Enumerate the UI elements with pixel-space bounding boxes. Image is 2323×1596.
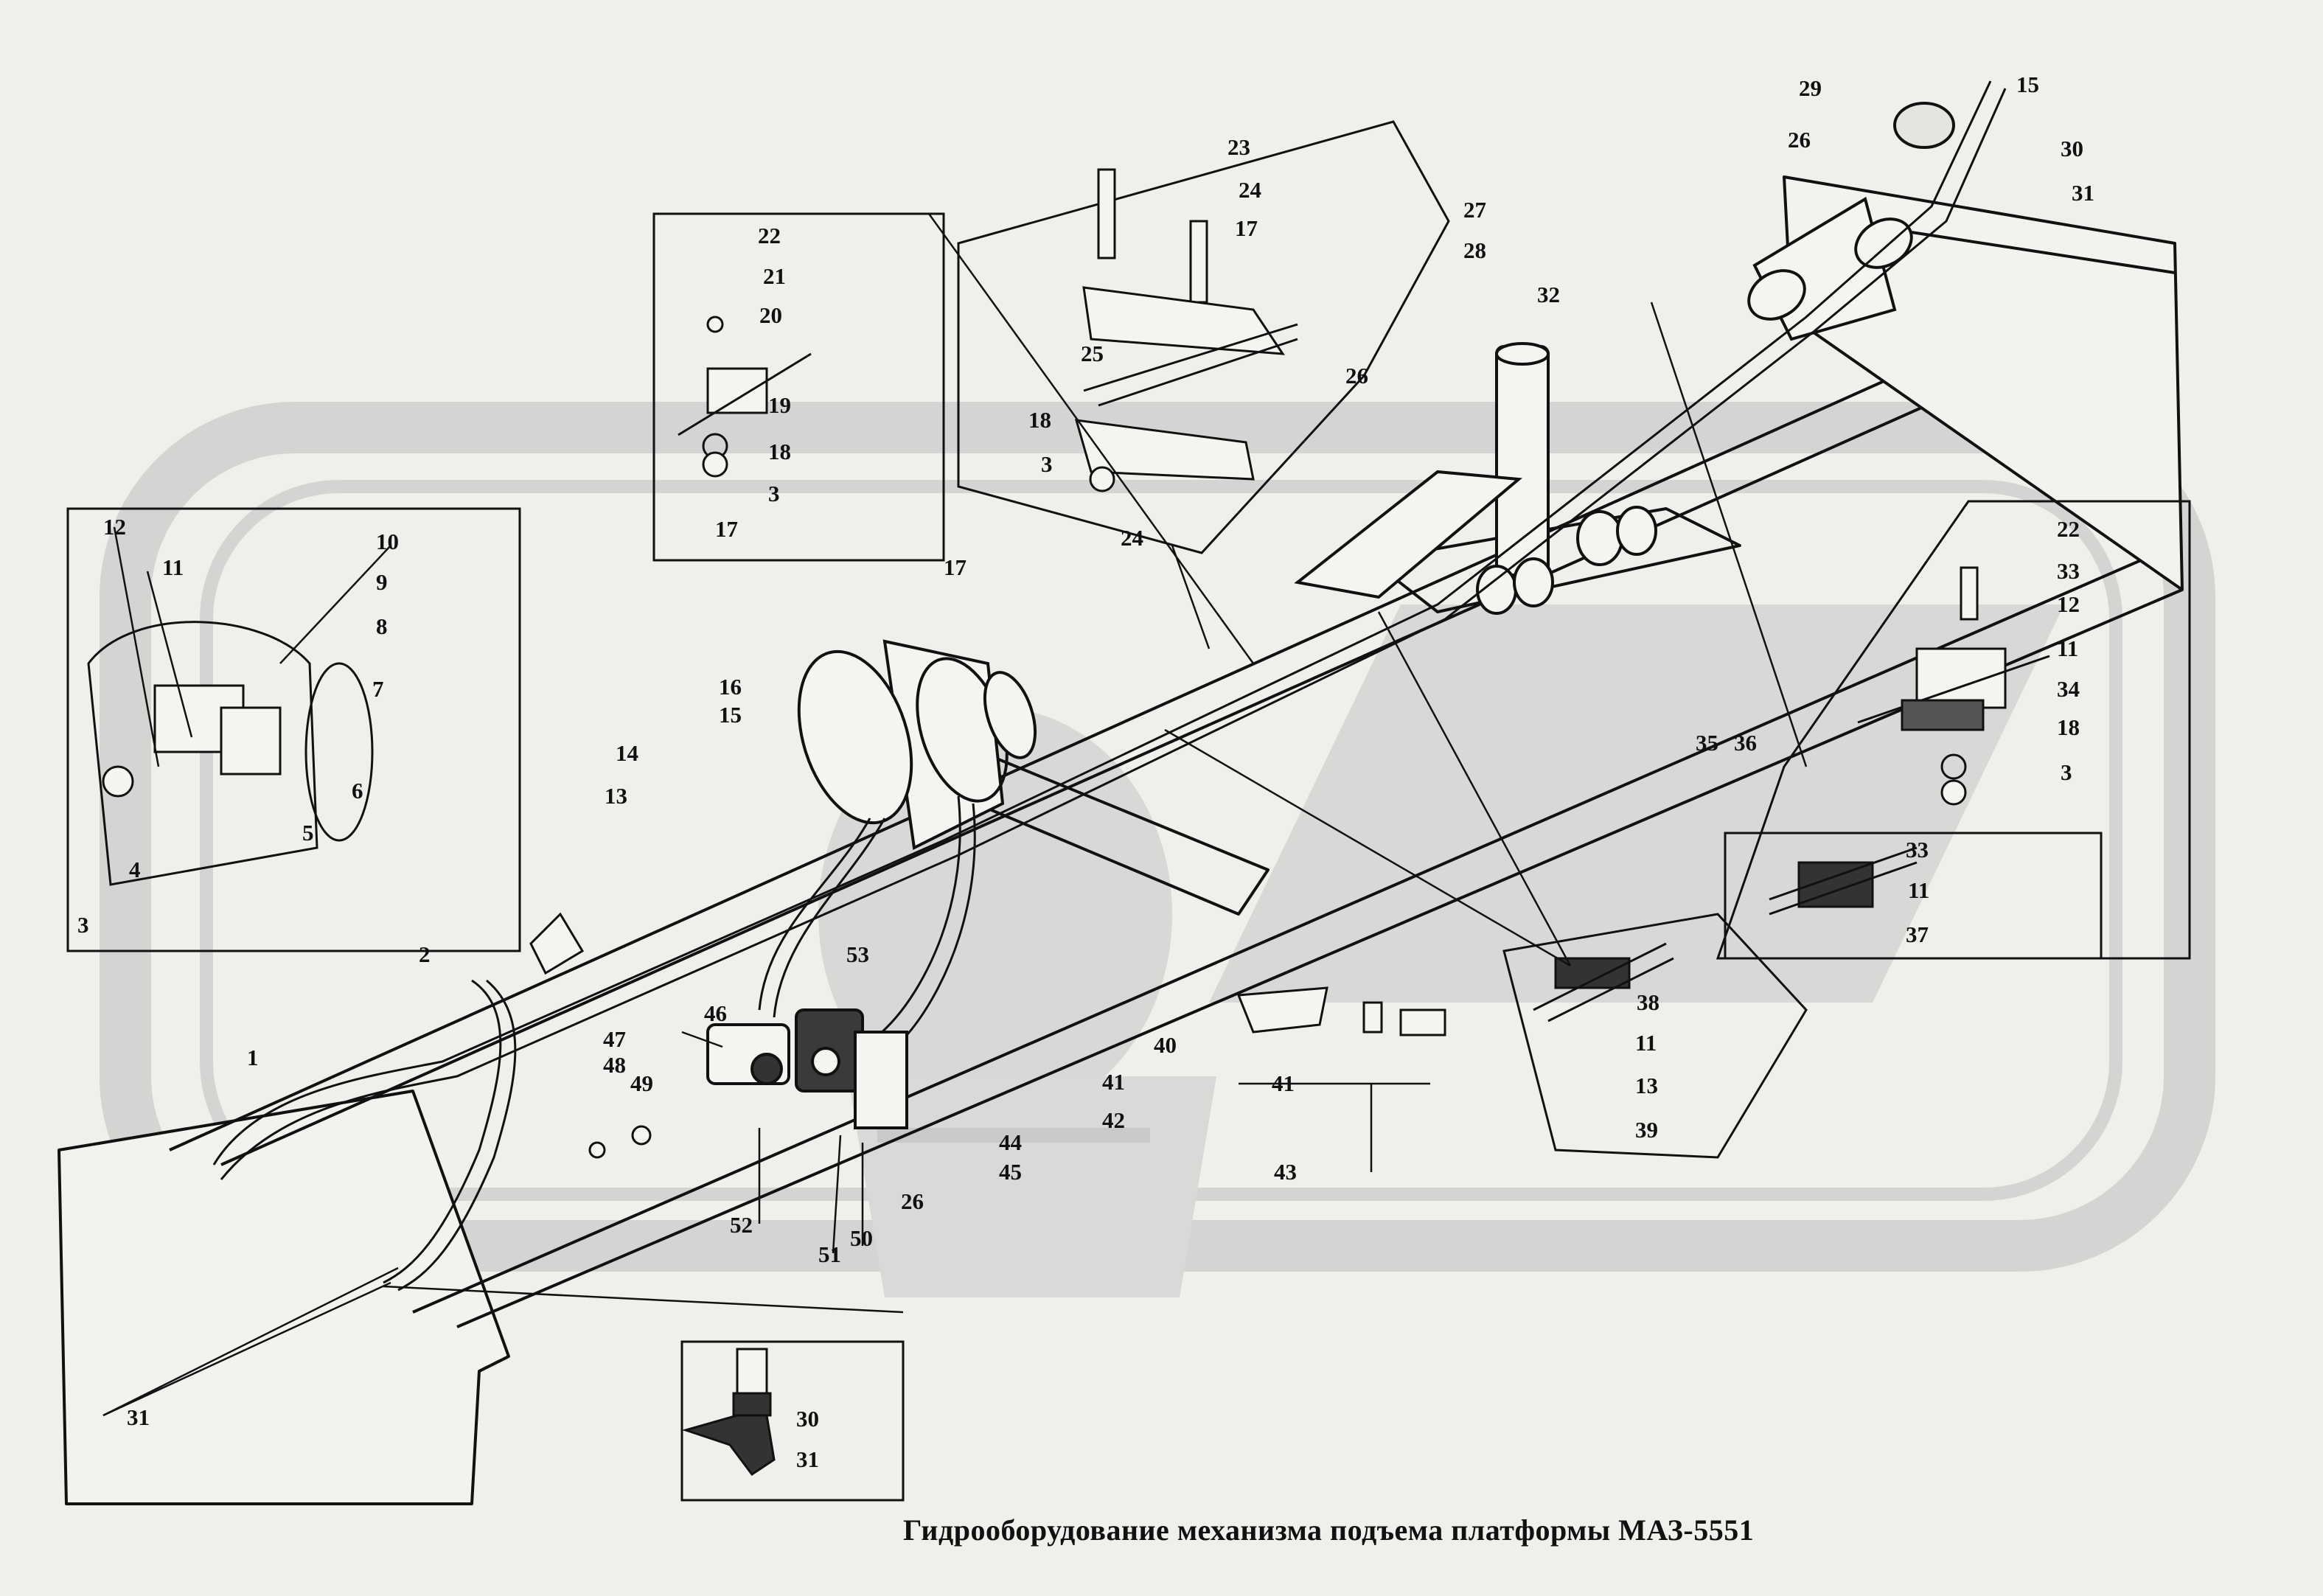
callout-label: 2 — [419, 941, 431, 967]
callout-label: 5 — [302, 820, 314, 846]
callout-label: 17 — [715, 516, 738, 542]
figure-caption: Гидрооборудование механизма подъема плат… — [903, 1513, 1755, 1547]
callout-label: 43 — [1274, 1159, 1297, 1185]
leader-lines — [102, 213, 1808, 1417]
callout-label: 30 — [2061, 136, 2083, 161]
callout-label: 6 — [352, 778, 363, 804]
callout-label: 41 — [1272, 1070, 1295, 1096]
callout-label: 11 — [2057, 635, 2078, 661]
callout-label: 31 — [2072, 180, 2094, 206]
hydraulic-tank — [797, 639, 1037, 851]
callout-label: 22 — [758, 223, 781, 248]
callout-label: 53 — [846, 941, 869, 967]
callout-label: 11 — [162, 554, 184, 580]
inset-clamp-top-center — [957, 120, 1450, 554]
callout-label: 47 — [603, 1026, 626, 1052]
callout-label: 39 — [1635, 1117, 1658, 1143]
callout-label: 42 — [1102, 1107, 1125, 1133]
callout-label: 45 — [999, 1159, 1022, 1185]
callout-label: 46 — [704, 1000, 727, 1026]
callout-label: 25 — [1081, 341, 1104, 366]
callout-labels: 12 11 10 9 8 7 6 5 4 3 22 21 20 19 18 3 … — [77, 72, 2094, 1472]
callout-label: 17 — [944, 554, 967, 580]
callout-label: 29 — [1799, 75, 1822, 101]
inset-fitting-bottom — [680, 1340, 905, 1502]
callout-label: 12 — [103, 514, 126, 540]
callout-label: 23 — [1227, 134, 1250, 160]
callout-label: 52 — [730, 1212, 753, 1238]
callout-label: 24 — [1121, 525, 1143, 551]
callout-label: 16 — [719, 674, 742, 700]
loose-parts — [588, 986, 1446, 1159]
inset-hose-clamp-left — [66, 507, 521, 952]
callout-label: 51 — [818, 1241, 841, 1267]
callout-label: 31 — [796, 1446, 819, 1472]
callout-label: 18 — [1028, 407, 1051, 433]
callout-label: 32 — [1537, 282, 1560, 307]
callout-label: 20 — [759, 302, 782, 328]
callout-label: 11 — [1635, 1030, 1657, 1056]
callout-label: 41 — [1102, 1069, 1125, 1095]
callout-label: 30 — [796, 1406, 819, 1432]
callout-label: 44 — [999, 1129, 1022, 1155]
callout-label: 14 — [616, 740, 638, 766]
callout-label: 34 — [2057, 676, 2080, 702]
callout-label: 9 — [376, 569, 388, 595]
callout-label: 15 — [2016, 72, 2039, 97]
callout-label: 17 — [1235, 215, 1258, 241]
callout-label: 18 — [768, 439, 791, 464]
callout-label: 37 — [1906, 921, 1929, 947]
callout-label: 40 — [1154, 1032, 1177, 1058]
callout-label: 3 — [768, 481, 780, 506]
callout-label: 19 — [768, 392, 791, 418]
callout-label: 7 — [372, 676, 384, 702]
callout-label: 1 — [247, 1045, 259, 1070]
inset-drawings — [87, 168, 2050, 1477]
callout-label: 48 — [603, 1052, 626, 1078]
callout-label: 13 — [1635, 1073, 1658, 1098]
callout-label: 3 — [1041, 451, 1053, 477]
inset-bracket-top-left — [652, 212, 945, 562]
callout-label: 18 — [2057, 714, 2080, 740]
callout-label: 4 — [129, 857, 141, 882]
callout-label: 33 — [1906, 837, 1929, 863]
callout-label: 50 — [850, 1225, 873, 1251]
inset-frames — [66, 120, 2191, 1502]
callout-label: 11 — [1908, 877, 1929, 903]
inset-clip-right-lower — [1724, 832, 2103, 960]
callout-label: 15 — [719, 702, 742, 728]
callout-label: 3 — [2061, 759, 2072, 785]
callout-label: 13 — [605, 783, 627, 809]
callout-label: 28 — [1463, 237, 1486, 263]
callout-label: 49 — [630, 1070, 653, 1096]
callout-label: 26 — [1788, 127, 1811, 153]
callout-label: 21 — [763, 263, 786, 289]
callout-label: 22 — [2057, 516, 2080, 542]
callout-label: 3 — [77, 912, 89, 938]
callout-label: 24 — [1239, 177, 1261, 203]
callout-label: 26 — [901, 1188, 924, 1214]
callout-label: 26 — [1345, 363, 1368, 388]
callout-label: 33 — [2057, 558, 2080, 584]
callout-label: 27 — [1463, 197, 1486, 223]
callout-label: 8 — [376, 613, 388, 639]
pump-assembly — [706, 1008, 908, 1129]
callout-label: 10 — [376, 529, 399, 554]
lift-cylinder — [1294, 102, 1955, 615]
callout-label: 12 — [2057, 591, 2080, 617]
callout-label: 36 — [1734, 730, 1757, 756]
callout-label: 31 — [127, 1404, 150, 1430]
chassis-frame — [58, 175, 2184, 1505]
callout-label: 35 — [1696, 730, 1718, 756]
inset-clip-center-lower — [1502, 913, 1808, 1159]
callout-label: 38 — [1637, 989, 1659, 1015]
